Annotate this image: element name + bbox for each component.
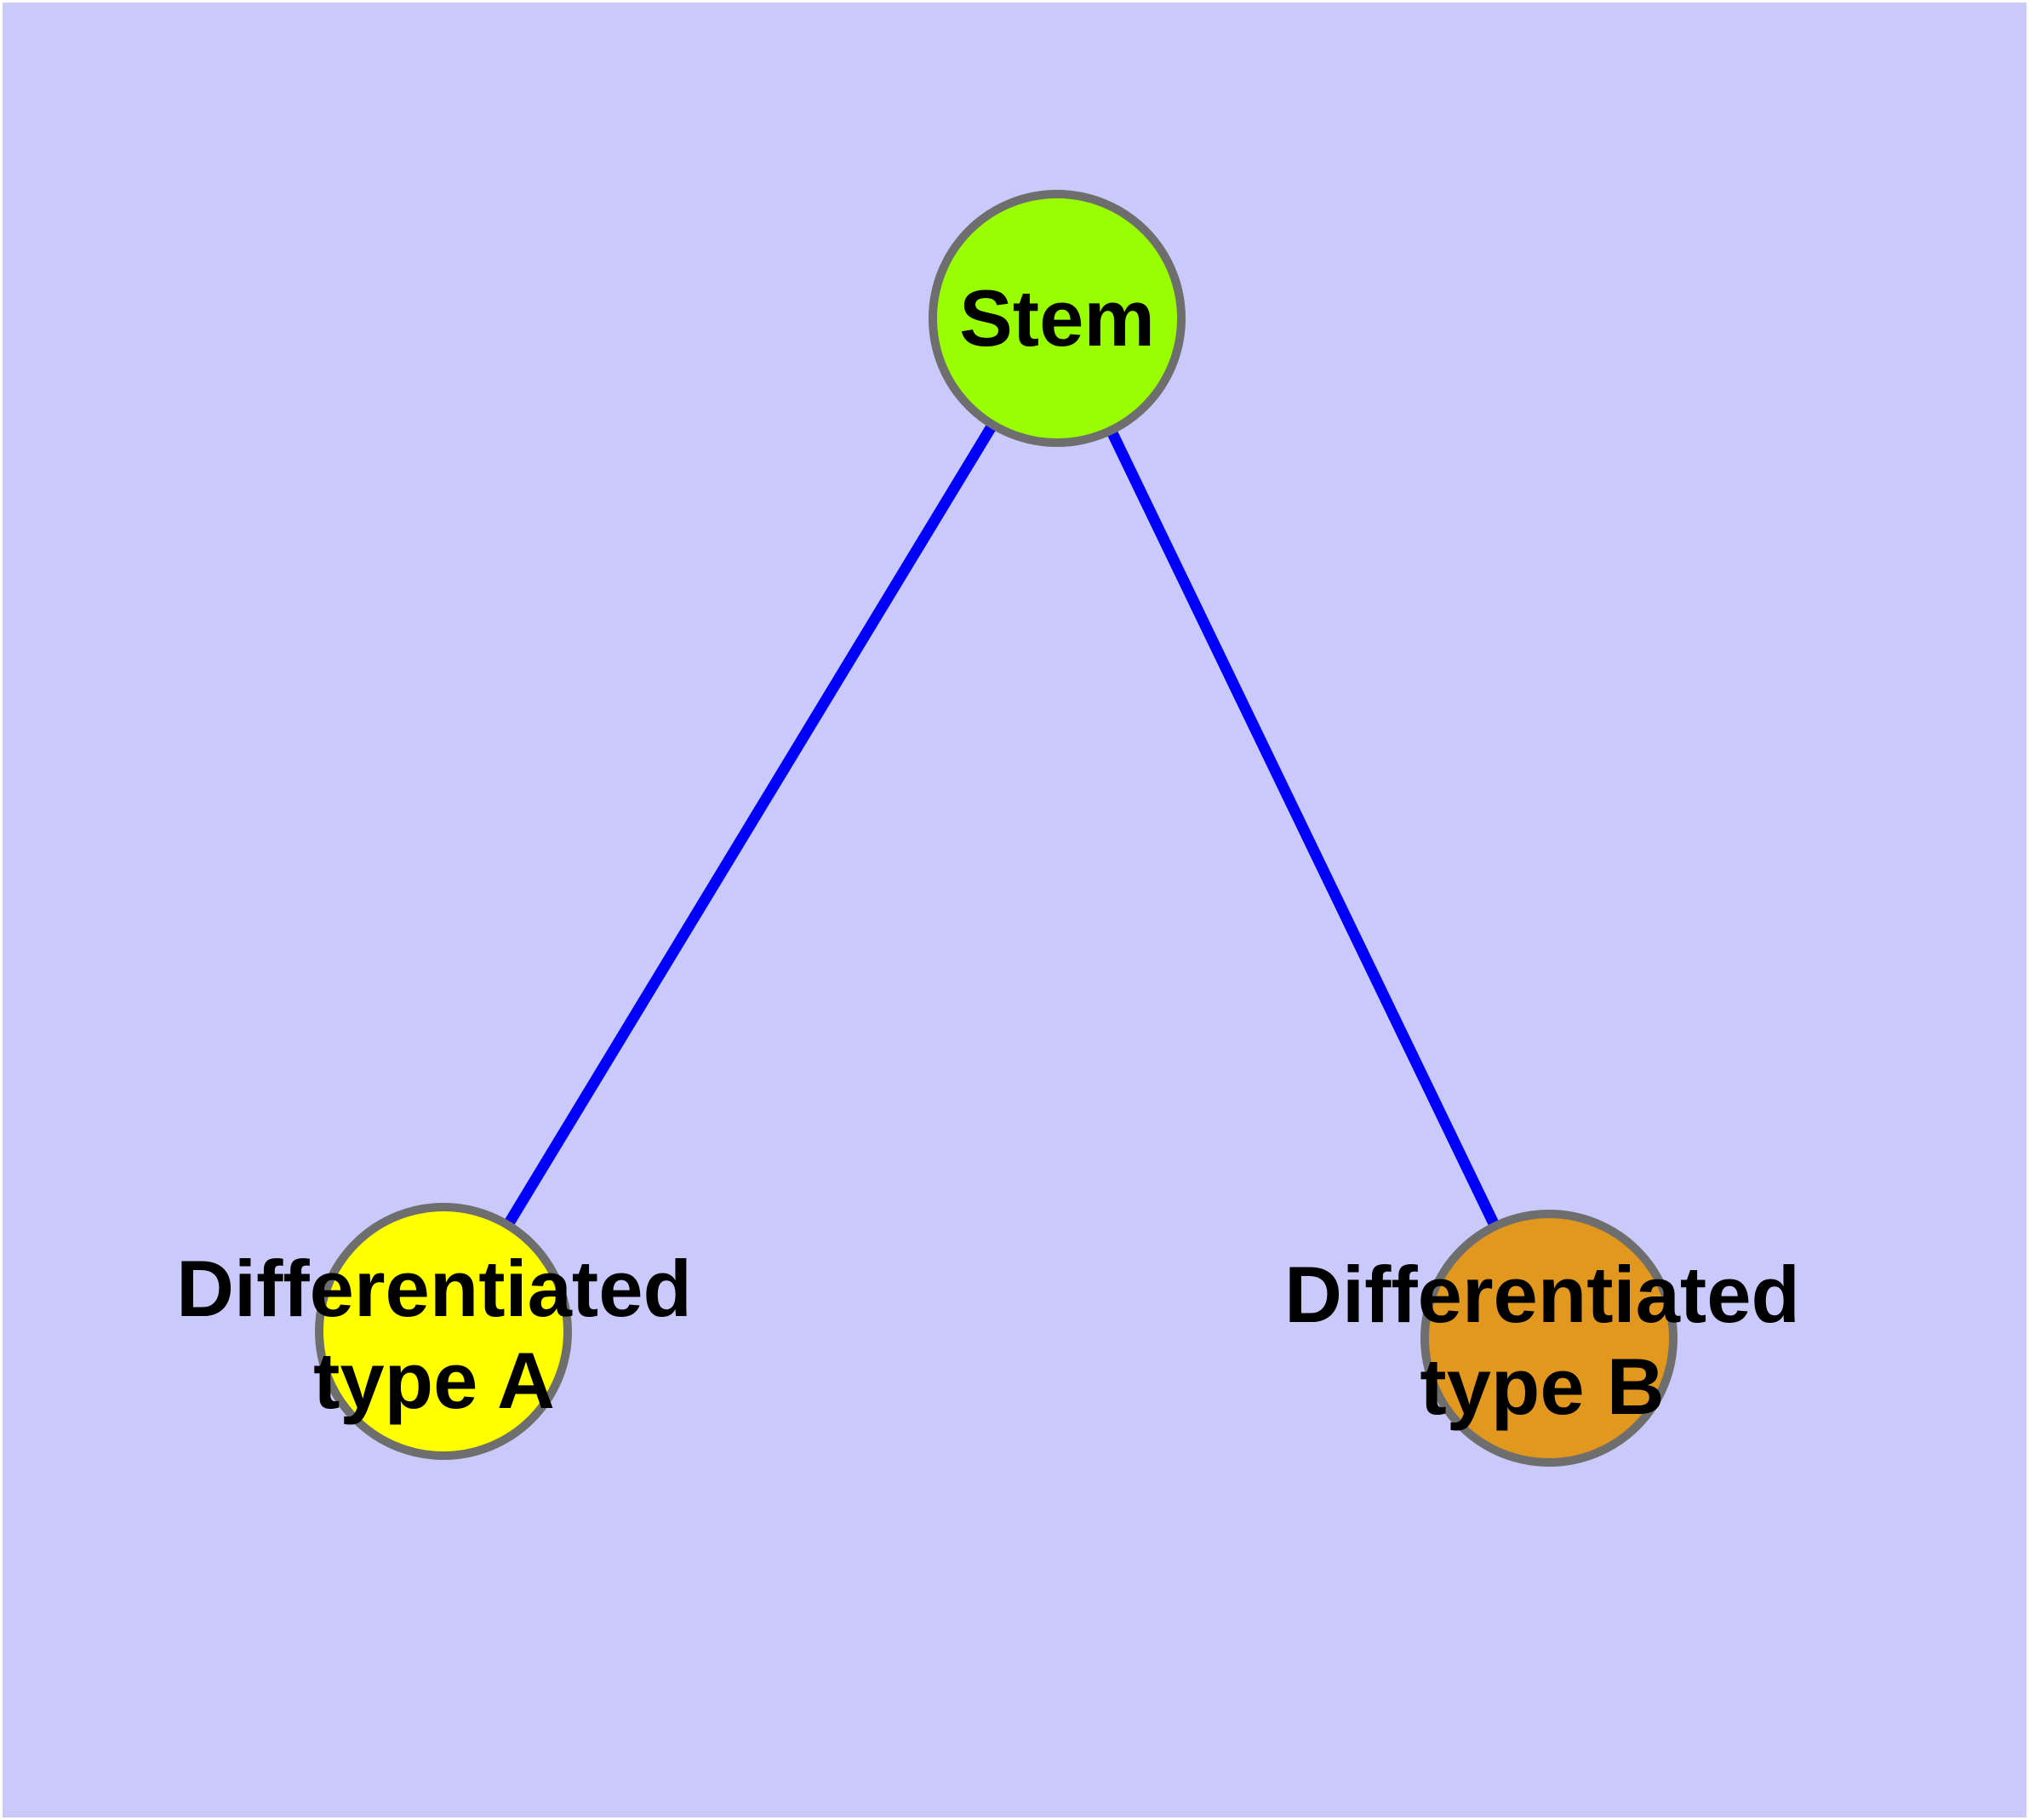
edge-stem-to-type-b	[1052, 316, 1554, 1341]
node-differentiated-type-b-label: Differentiated type B	[1284, 1250, 1800, 1431]
node-differentiated-type-b-circle	[1420, 1210, 1677, 1467]
node-stem-circle	[929, 190, 1186, 447]
node-differentiated-type-a-label: Differentiated type A	[176, 1244, 692, 1425]
node-differentiated-type-a-circle	[315, 1203, 572, 1460]
node-stem-label: Stem	[959, 273, 1155, 363]
edge-stem-to-type-a	[438, 315, 1062, 1335]
